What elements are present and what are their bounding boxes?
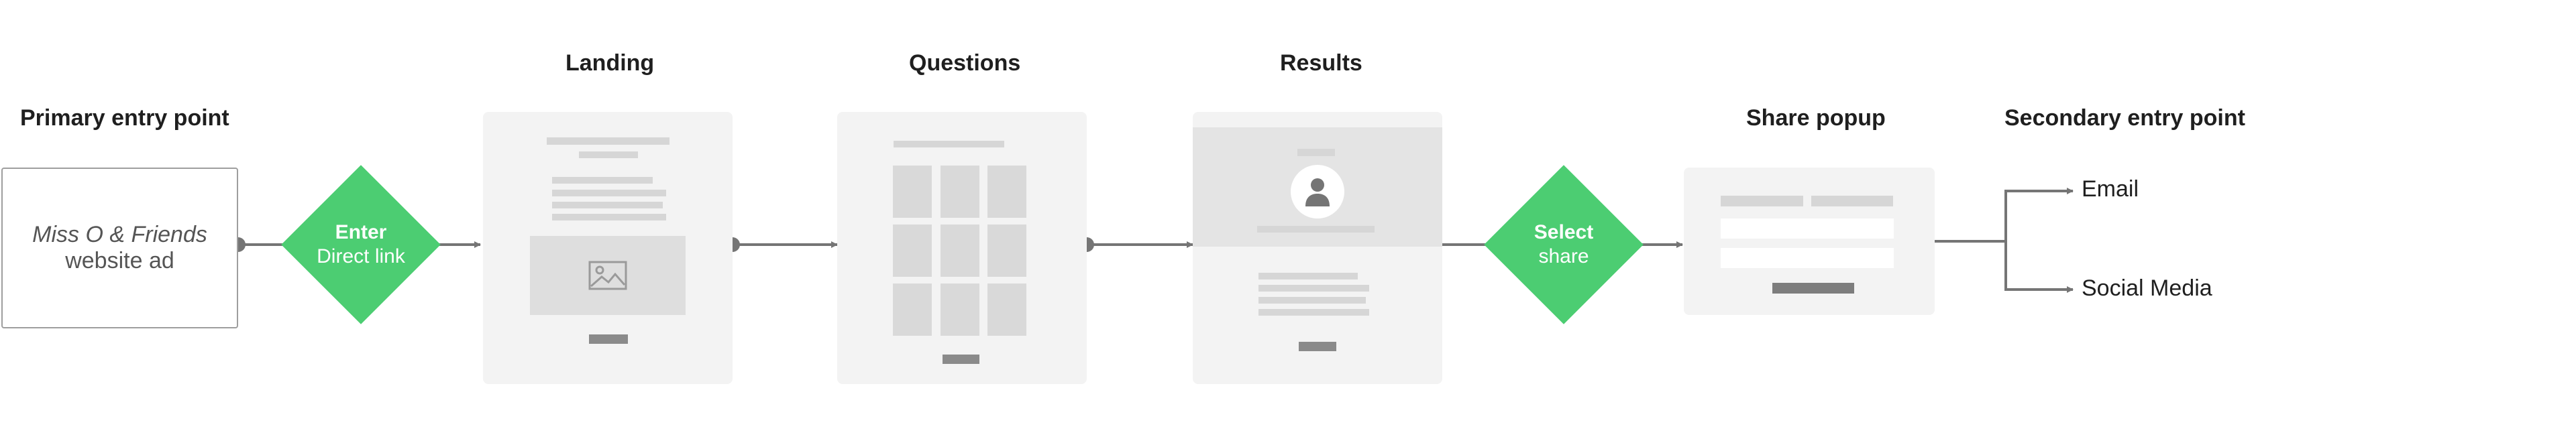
results-text-line [1258,273,1358,279]
question-tile [893,225,932,277]
results-wireframe [1193,112,1442,384]
results-avatar [1291,165,1344,218]
decision-share-line2: share [1538,245,1589,267]
landing-subtitle-bar [579,151,638,158]
heading-share-popup: Share popup [1746,105,1886,131]
question-tile [893,283,932,336]
question-tile [987,283,1026,336]
heading-landing: Landing [566,50,655,76]
decision-share-line1: Select [1534,221,1594,243]
output-email: Email [2082,176,2139,202]
question-tile [941,283,979,336]
decision-enter-label: Enter Direct link [280,220,441,269]
share-popup-tab [1721,196,1803,206]
questions-wireframe [837,112,1087,384]
share-popup-field [1721,218,1894,239]
share-popup-tab [1811,196,1893,206]
heading-results: Results [1280,50,1362,76]
questions-title-bar [894,141,1004,147]
heading-primary-entry: Primary entry point [20,105,229,131]
landing-text-line [552,214,666,220]
landing-text-line [552,202,663,208]
output-social-media: Social Media [2082,275,2212,301]
decision-enter-line2: Direct link [317,245,405,267]
connector-branch-social [2004,241,2074,293]
share-popup-wireframe [1684,168,1935,315]
landing-text-line [552,177,653,184]
entry-point-box: Miss O & Friends website ad [1,168,238,328]
landing-title-bar [547,137,669,145]
decision-enter-line1: Enter [335,221,387,243]
landing-text-line [552,190,666,196]
question-tile [941,166,979,218]
person-icon [1305,178,1330,206]
entry-line-ad: website ad [65,248,174,273]
landing-button [589,334,628,344]
entry-line-brand: Miss O & Friends [32,222,207,247]
landing-wireframe [483,112,733,384]
results-title-bar [1297,149,1335,156]
question-tile [893,166,932,218]
question-tile [987,225,1026,277]
questions-button [943,355,979,364]
question-tile [941,225,979,277]
landing-image-placeholder [530,236,686,315]
results-text-line [1258,297,1366,304]
heading-questions: Questions [909,50,1021,76]
results-text-line [1258,285,1369,292]
results-score-bar [1257,226,1375,233]
share-popup-button [1772,283,1854,294]
decision-share-label: Select share [1483,220,1644,269]
results-text-line [1258,309,1369,316]
heading-secondary-entry: Secondary entry point [2004,105,2245,131]
image-icon [588,261,627,290]
results-button [1299,342,1336,351]
share-popup-field [1721,248,1894,268]
question-tile [987,166,1026,218]
connector-branch-email [2004,188,2074,241]
